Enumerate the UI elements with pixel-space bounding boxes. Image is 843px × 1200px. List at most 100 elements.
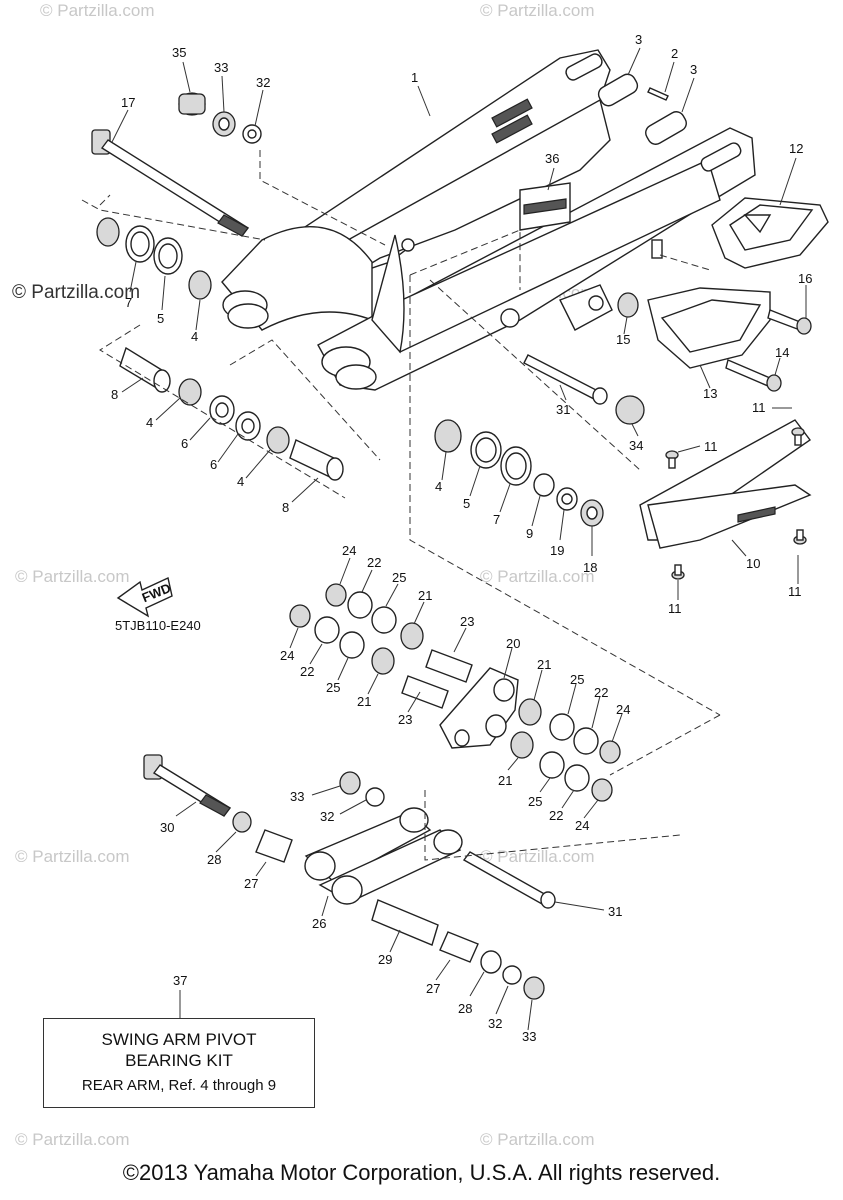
watermark: © Partzilla.com [480,567,595,586]
callout-8: 8 [111,387,118,402]
callout-13: 13 [703,386,717,401]
adjuster-plates [597,73,687,145]
callout-33: 33 [214,60,228,75]
callout-31: 31 [556,402,570,417]
watermark: © Partzilla.com [40,1,155,20]
callout-14: 14 [775,345,789,360]
callout-6: 6 [210,457,217,472]
callout-23: 23 [398,712,412,727]
callout-4: 4 [146,415,153,430]
kit-title-line1: SWING ARM PIVOT [101,1030,257,1049]
kit-title-line2: BEARING KIT [125,1051,233,1070]
callout-11: 11 [668,601,682,616]
callout-6: 6 [181,436,188,451]
bearing-kit-box: SWING ARM PIVOT BEARING KIT REAR ARM, Re… [43,1018,315,1108]
relay-bearings-bottom [510,698,621,802]
callout-18: 18 [583,560,597,575]
callout-17: 17 [121,95,135,110]
callout-34: 34 [629,438,643,453]
callout-22: 22 [594,685,608,700]
callout-37: 37 [173,973,187,988]
lower-bolts [143,754,385,863]
callout-28: 28 [458,1001,472,1016]
callout-16: 16 [798,271,812,286]
watermark: © Partzilla.com [15,1130,130,1149]
callout-31: 31 [608,904,622,919]
callout-15: 15 [616,332,630,347]
callout-32: 32 [256,75,270,90]
callout-29: 29 [378,952,392,967]
callout-33: 33 [290,789,304,804]
callout-21: 21 [418,588,432,603]
collars-bottom [371,899,545,1000]
callout-35: 35 [172,45,186,60]
callout-19: 19 [550,543,564,558]
chain-guide [711,197,829,269]
chain-guard [647,287,771,369]
partzilla-logo: © Partzilla.com [12,282,140,303]
leader-lines [111,47,807,1031]
callout-4: 4 [435,479,442,494]
callout-21: 21 [498,773,512,788]
watermark: © Partzilla.com [480,847,595,866]
swing-arm [221,49,756,391]
callout-27: 27 [426,981,440,996]
callout-22: 22 [367,555,381,570]
watermark: © Partzilla.com [15,567,130,586]
callout-25: 25 [570,672,584,687]
callout-5: 5 [157,311,164,326]
callout-4: 4 [237,474,244,489]
copyright-notice: ©2013 Yamaha Motor Corporation, U.S.A. A… [122,1160,721,1185]
part-35 [178,92,206,116]
watermark: © Partzilla.com [15,847,130,866]
callout-25: 25 [326,680,340,695]
pivot-shaft [91,129,250,237]
callout-10: 10 [746,556,760,571]
callout-30: 30 [160,820,174,835]
callout-25: 25 [392,570,406,585]
callout-5: 5 [463,496,470,511]
callout-11: 11 [704,439,718,454]
callout-7: 7 [125,295,132,310]
callout-23: 23 [460,614,474,629]
chain-slider [639,419,812,549]
collar-group-middle [434,419,604,527]
callout-21: 21 [357,694,371,709]
watermark: © Partzilla.com [480,1,595,20]
collar-group-lower [119,346,344,481]
callout-4: 4 [191,329,198,344]
callout-22: 22 [300,664,314,679]
callout-24: 24 [342,543,356,558]
callout-24: 24 [280,648,294,663]
dashed-lines [81,150,721,861]
callout-22: 22 [549,808,563,823]
callout-8: 8 [282,500,289,515]
callout-20: 20 [506,636,520,651]
shaft-31-upper [523,354,645,425]
diagram-code: 5TJB110-E240 [115,618,201,633]
callout-32: 32 [488,1016,502,1031]
callout-12: 12 [789,141,803,156]
bolts-right [617,292,812,392]
callout-11: 11 [752,400,766,415]
relay-bearings-top [289,583,473,709]
shaft-31-lower [462,851,556,909]
callout-32: 32 [320,809,334,824]
callout-26: 26 [312,916,326,931]
callout-28: 28 [207,852,221,867]
part-32-washer [242,124,262,144]
callout-27: 27 [244,876,258,891]
callout-24: 24 [616,702,630,717]
callout-36: 36 [545,151,559,166]
part-33-nut [212,111,236,137]
callout-7: 7 [493,512,500,527]
label-decal [519,182,571,231]
watermarks: © Partzilla.com © Partzilla.com © Partzi… [12,1,595,1149]
relay-arm [439,667,519,749]
callout-25: 25 [528,794,542,809]
callout-11: 11 [788,584,802,599]
callout-9: 9 [526,526,533,541]
callout-3: 3 [690,62,697,77]
callout-2: 2 [671,46,678,61]
